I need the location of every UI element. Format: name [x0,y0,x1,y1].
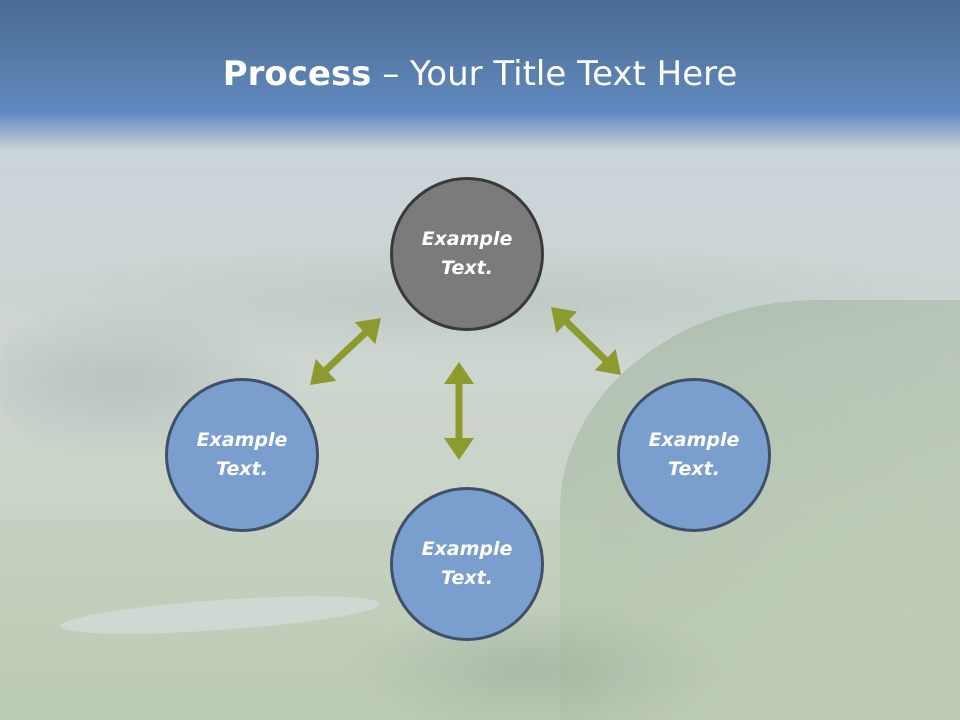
node-bottom-circle[interactable]: Example Text. [390,487,544,641]
node-left-circle[interactable]: Example Text. [165,378,319,532]
arrow-top-left[interactable] [310,318,381,385]
title-band [0,0,960,150]
title-bold-text: Process [222,54,372,94]
arrow-top-right[interactable] [551,307,621,375]
node-bottom-label: Example Text. [421,538,513,589]
node-top-label: Example Text. [421,228,513,279]
arrow-group [310,307,621,460]
node-right-circle[interactable]: Example Text. [617,378,771,532]
node-top-circle[interactable]: Example Text. [390,177,544,331]
background-trees [340,600,720,720]
slide-title[interactable]: Process – Your Title Text Here [0,52,960,96]
background-slope [560,300,960,720]
node-left-label: Example Text. [196,429,288,480]
node-right-label: Example Text. [648,429,740,480]
title-rest-text: – Your Title Text Here [371,54,738,94]
arrow-top-bottom[interactable] [444,362,474,460]
